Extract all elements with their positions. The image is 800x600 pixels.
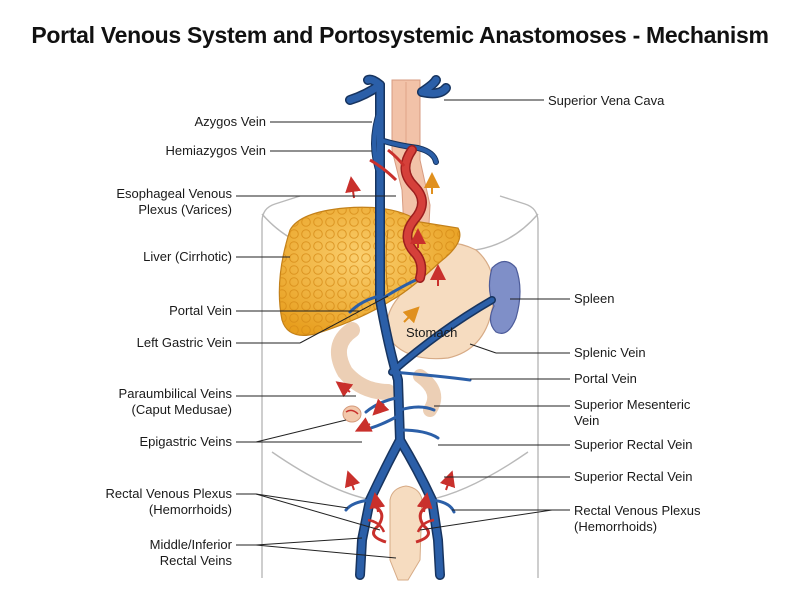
label-liver: Liver (Cirrhotic)	[143, 249, 232, 264]
label-middle-inferior-rectal-2: Rectal Veins	[160, 553, 233, 568]
label-portal-vein-right: Portal Vein	[574, 371, 637, 386]
label-superior-mesenteric-1: Superior Mesenteric	[574, 397, 691, 412]
rectum	[389, 485, 423, 581]
label-paraumbilical-2: (Caput Medusae)	[132, 402, 232, 417]
label-rectal-plexus-right-1: Rectal Venous Plexus	[574, 503, 701, 518]
label-superior-vena-cava: Superior Vena Cava	[548, 93, 665, 108]
label-superior-rectal-vein-1: Superior Rectal Vein	[574, 437, 693, 452]
label-epigastric-veins: Epigastric Veins	[140, 434, 233, 449]
label-splenic-vein: Splenic Vein	[574, 345, 646, 360]
diagram-title: Portal Venous System and Portosystemic A…	[31, 22, 769, 48]
intestine	[330, 322, 442, 417]
label-portal-vein-left: Portal Vein	[169, 303, 232, 318]
stomach-label: Stomach	[406, 325, 457, 340]
flow-arrows	[335, 172, 456, 513]
label-superior-rectal-vein-2: Superior Rectal Vein	[574, 469, 693, 484]
label-spleen: Spleen	[574, 291, 614, 306]
label-rectal-plexus-left-2: (Hemorrhoids)	[149, 502, 232, 517]
label-hemiazygos-vein: Hemiazygos Vein	[166, 143, 266, 158]
label-rectal-plexus-left-1: Rectal Venous Plexus	[106, 486, 233, 501]
label-superior-mesenteric-2: Vein	[574, 413, 599, 428]
label-left-gastric-vein: Left Gastric Vein	[137, 335, 232, 350]
label-azygos-vein: Azygos Vein	[194, 114, 266, 129]
left-labels: Azygos Vein Hemiazygos Vein Esophageal V…	[106, 114, 397, 568]
right-labels: Superior Vena Cava Spleen Splenic Vein P…	[419, 93, 701, 534]
label-middle-inferior-rectal-1: Middle/Inferior	[150, 537, 233, 552]
label-rectal-plexus-right-2: (Hemorrhoids)	[574, 519, 657, 534]
label-esophageal-plexus-2: Plexus (Varices)	[138, 202, 232, 217]
rectal-venous-plexus	[367, 503, 435, 544]
label-esophageal-plexus-1: Esophageal Venous	[116, 186, 232, 201]
label-paraumbilical-1: Paraumbilical Veins	[119, 386, 233, 401]
esophageal-varices	[369, 145, 427, 283]
